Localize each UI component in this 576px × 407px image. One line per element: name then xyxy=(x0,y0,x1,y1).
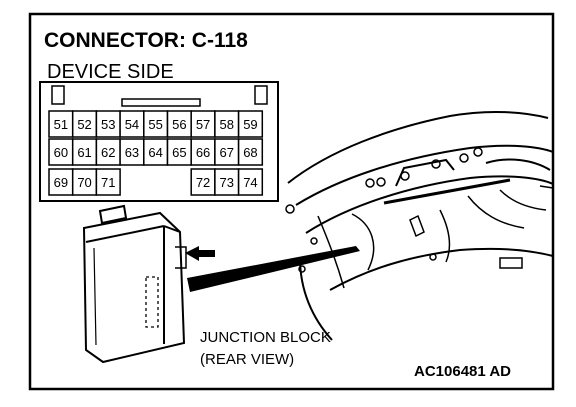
pin-number: 53 xyxy=(101,117,115,132)
connector-title: CONNECTOR: C-118 xyxy=(44,29,248,52)
pin-number: 73 xyxy=(220,175,234,190)
junction-block-drawing xyxy=(82,204,187,364)
pin-number: 71 xyxy=(101,175,115,190)
pin-number: 63 xyxy=(125,145,139,160)
pin-number: 54 xyxy=(125,117,139,132)
pin-cell xyxy=(95,168,121,196)
figure-code: AC106481 AD xyxy=(414,363,511,380)
pin-number: 57 xyxy=(196,117,210,132)
pin-number: 68 xyxy=(243,145,257,160)
connector-face: 51 52 53 54 55 56 57 58 59 60 61 62 63 64 65 66 67 68 69 70… xyxy=(39,81,279,202)
rear-view-caption: (REAR VIEW) xyxy=(200,351,294,368)
pin-number: 59 xyxy=(243,117,257,132)
pin-number: 69 xyxy=(54,175,68,190)
projection-beam xyxy=(187,246,360,292)
pin-grid: 51 52 53 54 55 56 57 58 59 60 61 62 63 64 65 66 67 68 69 70… xyxy=(48,110,264,196)
pin-number: 60 xyxy=(54,145,68,160)
device-side-label: DEVICE SIDE xyxy=(47,61,174,83)
pin-number: 56 xyxy=(172,117,186,132)
pin-number: 67 xyxy=(220,145,234,160)
pin-number: 66 xyxy=(196,145,210,160)
pin-cell xyxy=(237,138,264,166)
pointer-arrow xyxy=(185,246,215,261)
pin-number: 51 xyxy=(54,117,68,132)
pin-number: 55 xyxy=(148,117,162,132)
dashboard-drawing xyxy=(285,110,554,341)
pin-number: 65 xyxy=(172,145,186,160)
pin-number: 64 xyxy=(148,145,162,160)
pin-cell xyxy=(237,110,264,138)
junction-block-caption: JUNCTION BLOCK xyxy=(200,329,331,346)
pin-number: 52 xyxy=(77,117,91,132)
outer-frame xyxy=(28,12,555,391)
pin-number: 61 xyxy=(77,145,91,160)
pin-number: 72 xyxy=(196,175,210,190)
pin-number: 62 xyxy=(101,145,115,160)
pin-number: 74 xyxy=(243,175,257,190)
pin-cell xyxy=(237,168,264,196)
pin-number: 70 xyxy=(77,175,91,190)
pin-number: 58 xyxy=(220,117,234,132)
